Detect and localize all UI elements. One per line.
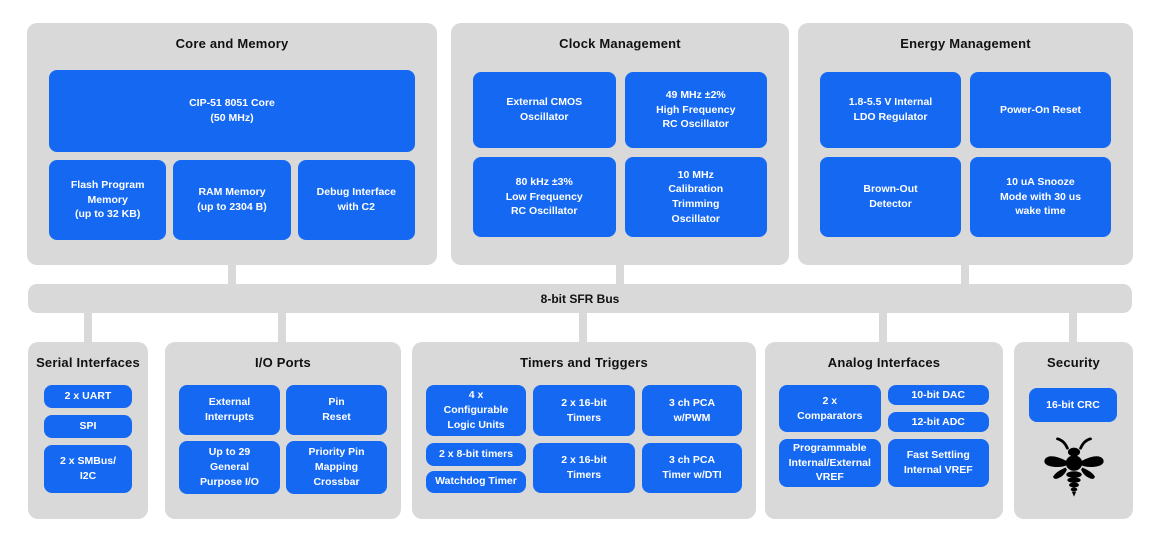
- section-core-and-memory: Core and Memory CIP-51 8051 Core (50 MHz…: [27, 23, 437, 265]
- block-external-cmos-oscillator: External CMOS Oscillator: [473, 72, 616, 148]
- block-comparators: 2 x Comparators: [779, 385, 881, 432]
- bus-connector: [228, 264, 236, 285]
- bus-connector: [1069, 312, 1077, 343]
- analog-grid: 10-bit DAC 2 x Comparators 12-bit ADC Pr…: [779, 385, 989, 487]
- serial-stack: 2 x UART SPI 2 x SMBus/ I2C: [44, 385, 132, 493]
- section-security: Security 16-bit CRC: [1014, 342, 1133, 519]
- block-flash-memory: Flash Program Memory (up to 32 KB): [49, 160, 167, 240]
- block-crc: 16-bit CRC: [1029, 388, 1117, 422]
- block-adc: 12-bit ADC: [887, 412, 989, 432]
- sfr-bus: 8-bit SFR Bus: [28, 284, 1132, 313]
- block-8bit-timers: 2 x 8-bit timers: [426, 443, 526, 466]
- bus-connector: [961, 264, 969, 285]
- io-grid: External Interrupts Pin Reset Up to 29 G…: [179, 385, 387, 494]
- block-snooze-mode: 10 uA Snooze Mode with 30 us wake time: [970, 157, 1111, 237]
- block-pca-pwm: 3 ch PCA w/PWM: [642, 385, 742, 436]
- bus-connector: [579, 312, 587, 343]
- section-title: Core and Memory: [175, 36, 289, 51]
- bee-icon: [1014, 432, 1133, 504]
- section-title: Security: [1047, 355, 1100, 370]
- block-16bit-timers-2: 2 x 16-bit Timers: [533, 443, 635, 493]
- block-debug-interface: Debug Interface with C2: [297, 160, 415, 240]
- bus-connector: [879, 312, 887, 343]
- section-analog-interfaces: Analog Interfaces 10-bit DAC 2 x Compara…: [765, 342, 1003, 519]
- clock-grid: External CMOS Oscillator 49 MHz ±2% High…: [473, 72, 767, 237]
- block-smbus-i2c: 2 x SMBus/ I2C: [44, 445, 132, 493]
- block-pin-reset: Pin Reset: [286, 385, 387, 435]
- bus-connector: [84, 312, 92, 343]
- section-title: Serial Interfaces: [36, 355, 140, 370]
- section-energy-management: Energy Management 1.8-5.5 V Internal LDO…: [798, 23, 1133, 265]
- section-title: Analog Interfaces: [827, 355, 941, 370]
- bus-connector: [616, 264, 624, 285]
- block-cip51-core: CIP-51 8051 Core (50 MHz): [49, 70, 415, 152]
- section-clock-management: Clock Management External CMOS Oscillato…: [451, 23, 789, 265]
- section-title: Clock Management: [559, 36, 681, 51]
- section-timers-and-triggers: Timers and Triggers 4 x Configurable Log…: [412, 342, 756, 519]
- block-lf-rc-oscillator: 80 kHz ±3% Low Frequency RC Oscillator: [473, 157, 616, 237]
- block-uart: 2 x UART: [44, 385, 132, 408]
- block-brown-out-detector: Brown-Out Detector: [820, 157, 961, 237]
- block-gpio: Up to 29 General Purpose I/O: [179, 441, 280, 494]
- block-configurable-logic-units: 4 x Configurable Logic Units: [426, 385, 526, 436]
- energy-grid: 1.8-5.5 V Internal LDO Regulator Power-O…: [820, 72, 1111, 237]
- block-16bit-timers-1: 2 x 16-bit Timers: [533, 385, 635, 436]
- block-pca-timer-dti: 3 ch PCA Timer w/DTI: [642, 443, 742, 493]
- block-power-on-reset: Power-On Reset: [970, 72, 1111, 148]
- bus-connector: [278, 312, 286, 343]
- block-hf-rc-oscillator: 49 MHz ±2% High Frequency RC Oscillator: [624, 72, 767, 148]
- block-watchdog-timer: Watchdog Timer: [426, 470, 526, 493]
- block-external-interrupts: External Interrupts: [179, 385, 280, 435]
- section-title: Timers and Triggers: [520, 355, 648, 370]
- block-dac: 10-bit DAC: [887, 385, 989, 405]
- core-memory-row: Flash Program Memory (up to 32 KB) RAM M…: [49, 160, 415, 240]
- block-ldo-regulator: 1.8-5.5 V Internal LDO Regulator: [820, 72, 961, 148]
- block-programmable-vref: Programmable Internal/External VREF: [779, 439, 881, 487]
- block-fast-settling-vref: Fast Settling Internal VREF: [887, 439, 989, 487]
- block-spi: SPI: [44, 415, 132, 438]
- block-ram-memory: RAM Memory (up to 2304 B): [173, 160, 291, 240]
- section-io-ports: I/O Ports External Interrupts Pin Reset …: [165, 342, 401, 519]
- timer-split-column: 2 x 8-bit timers Watchdog Timer: [426, 443, 526, 493]
- block-crossbar: Priority Pin Mapping Crossbar: [286, 441, 387, 494]
- section-serial-interfaces: Serial Interfaces 2 x UART SPI 2 x SMBus…: [28, 342, 148, 519]
- section-title: I/O Ports: [255, 355, 311, 370]
- timers-grid: 4 x Configurable Logic Units 2 x 16-bit …: [426, 385, 742, 493]
- block-trimming-oscillator: 10 MHz Calibration Trimming Oscillator: [624, 157, 767, 237]
- section-title: Energy Management: [900, 36, 1031, 51]
